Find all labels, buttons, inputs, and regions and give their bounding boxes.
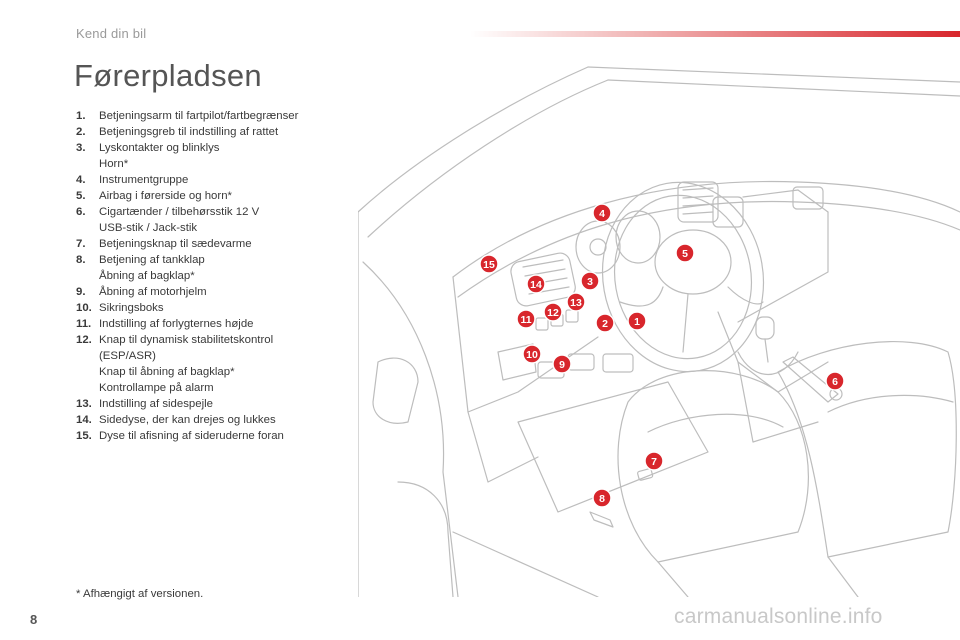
legend-text: Sikringsboks [99, 302, 164, 314]
callout-label: 10 [526, 349, 538, 361]
legend-item: 12. Knap til dynamisk stabilitetskontrol (… [76, 332, 356, 396]
callout-8: 8 [592, 488, 612, 508]
callout-group: 1 2 3 4 5 6 7 8 9 10 11 12 13 14 15 [479, 203, 845, 508]
page-number: 8 [30, 612, 38, 627]
callout-label: 7 [651, 456, 657, 468]
callout-label: 5 [682, 248, 688, 260]
callout-11: 11 [516, 309, 536, 329]
legend-number: 11. [76, 318, 92, 330]
legend-text: Airbag i førerside og horn* [99, 190, 232, 202]
callout-label: 4 [599, 208, 605, 220]
line-drawing [358, 66, 960, 597]
section-title: Kend din bil [76, 26, 147, 41]
legend-item: 13. Indstilling af sidespejle [76, 396, 356, 412]
callout-6: 6 [825, 371, 845, 391]
legend-number: 15. [76, 430, 92, 442]
header-accent-bar [470, 31, 960, 37]
callout-4: 4 [592, 203, 612, 223]
legend-text: Betjening af tankklap [99, 254, 205, 266]
legend-text: (ESP/ASR) [99, 350, 156, 362]
cockpit-illustration: 1 2 3 4 5 6 7 8 9 10 11 12 13 14 15 [358, 66, 960, 597]
callout-5: 5 [675, 243, 695, 263]
legend-number: 5. [76, 190, 86, 202]
legend-text: Lyskontakter og blinklys [99, 142, 220, 154]
legend-item: 14. Sidedyse, der kan drejes og lukkes [76, 412, 356, 428]
legend-number: 8. [76, 254, 86, 266]
callout-1: 1 [627, 311, 647, 331]
legend-item: 15. Dyse til afisning af sideruderne fora… [76, 428, 356, 444]
callout-9: 9 [552, 354, 572, 374]
legend-text: Betjeningsarm til fartpilot/fartbegrænse… [99, 110, 299, 122]
legend-number: 4. [76, 174, 86, 186]
callout-label: 14 [530, 279, 542, 291]
legend-item: 4. Instrumentgruppe [76, 172, 356, 188]
legend-text: Betjeningsgreb til indstilling af rattet [99, 126, 279, 138]
callout-label: 15 [483, 259, 495, 271]
legend-item: 6. Cigartænder / tilbehørsstik 12 V USB-st… [76, 204, 356, 236]
footnote: * Afhængigt af versionen. [76, 588, 204, 600]
callout-7: 7 [644, 451, 664, 471]
legend-text: USB-stik / Jack-stik [99, 222, 198, 234]
callout-label: 12 [547, 307, 559, 319]
callout-label: 11 [520, 314, 531, 326]
callout-12: 12 [543, 302, 563, 322]
watermark: carmanualsonline.info [674, 605, 883, 628]
legend-number: 2. [76, 126, 86, 138]
callout-label: 3 [587, 276, 593, 288]
legend-number: 3. [76, 142, 86, 154]
legend-item: 7. Betjeningsknap til sædevarme [76, 236, 356, 252]
callout-3: 3 [580, 271, 600, 291]
legend-number: 13. [76, 398, 92, 410]
legend-item: 1. Betjeningsarm til fartpilot/fartbegræn… [76, 108, 356, 124]
legend-text: Sidedyse, der kan drejes og lukkes [99, 414, 276, 426]
legend-item: 5. Airbag i førerside og horn* [76, 188, 356, 204]
callout-label: 6 [832, 376, 838, 388]
legend-number: 10. [76, 302, 92, 314]
legend-text: Indstilling af forlygternes højde [99, 318, 254, 330]
callout-15: 15 [479, 254, 499, 274]
legend-text: Horn* [99, 158, 129, 170]
legend-item: 2. Betjeningsgreb til indstilling af ratt… [76, 124, 356, 140]
legend-text: Åbning af bagklap* [99, 270, 195, 282]
callout-label: 8 [599, 493, 605, 505]
legend-number: 6. [76, 206, 86, 218]
legend-text: Knap til dynamisk stabilitetskontrol [99, 334, 274, 346]
legend-text: Kontrollampe på alarm [99, 382, 214, 394]
callout-2: 2 [595, 313, 615, 333]
legend-list: 1. Betjeningsarm til fartpilot/fartbegræn… [76, 108, 356, 444]
callout-14: 14 [526, 274, 546, 294]
legend-text: Knap til åbning af bagklap* [99, 366, 235, 378]
legend-text: Instrumentgruppe [99, 174, 189, 186]
legend-text: Indstilling af sidespejle [99, 398, 213, 410]
legend-item: 9. Åbning af motorhjelm [76, 284, 356, 300]
callout-10: 10 [522, 344, 542, 364]
legend-number: 12. [76, 334, 92, 346]
legend-number: 7. [76, 238, 86, 250]
page-title: Førerpladsen [74, 58, 262, 93]
callout-label: 13 [570, 297, 582, 309]
callout-label: 1 [634, 316, 640, 328]
legend-item: 11. Indstilling af forlygternes højde [76, 316, 356, 332]
legend-text: Betjeningsknap til sædevarme [99, 238, 252, 250]
legend-text: Åbning af motorhjelm [99, 286, 207, 298]
legend-number: 9. [76, 286, 86, 298]
legend-text: Cigartænder / tilbehørsstik 12 V [99, 206, 260, 218]
legend-number: 14. [76, 414, 92, 426]
legend-item: 10. Sikringsboks [76, 300, 356, 316]
callout-label: 9 [559, 359, 565, 371]
callout-label: 2 [602, 318, 608, 330]
callout-13: 13 [566, 292, 586, 312]
legend-text: Dyse til afisning af sideruderne foran [99, 430, 284, 442]
legend-number: 1. [76, 110, 86, 122]
